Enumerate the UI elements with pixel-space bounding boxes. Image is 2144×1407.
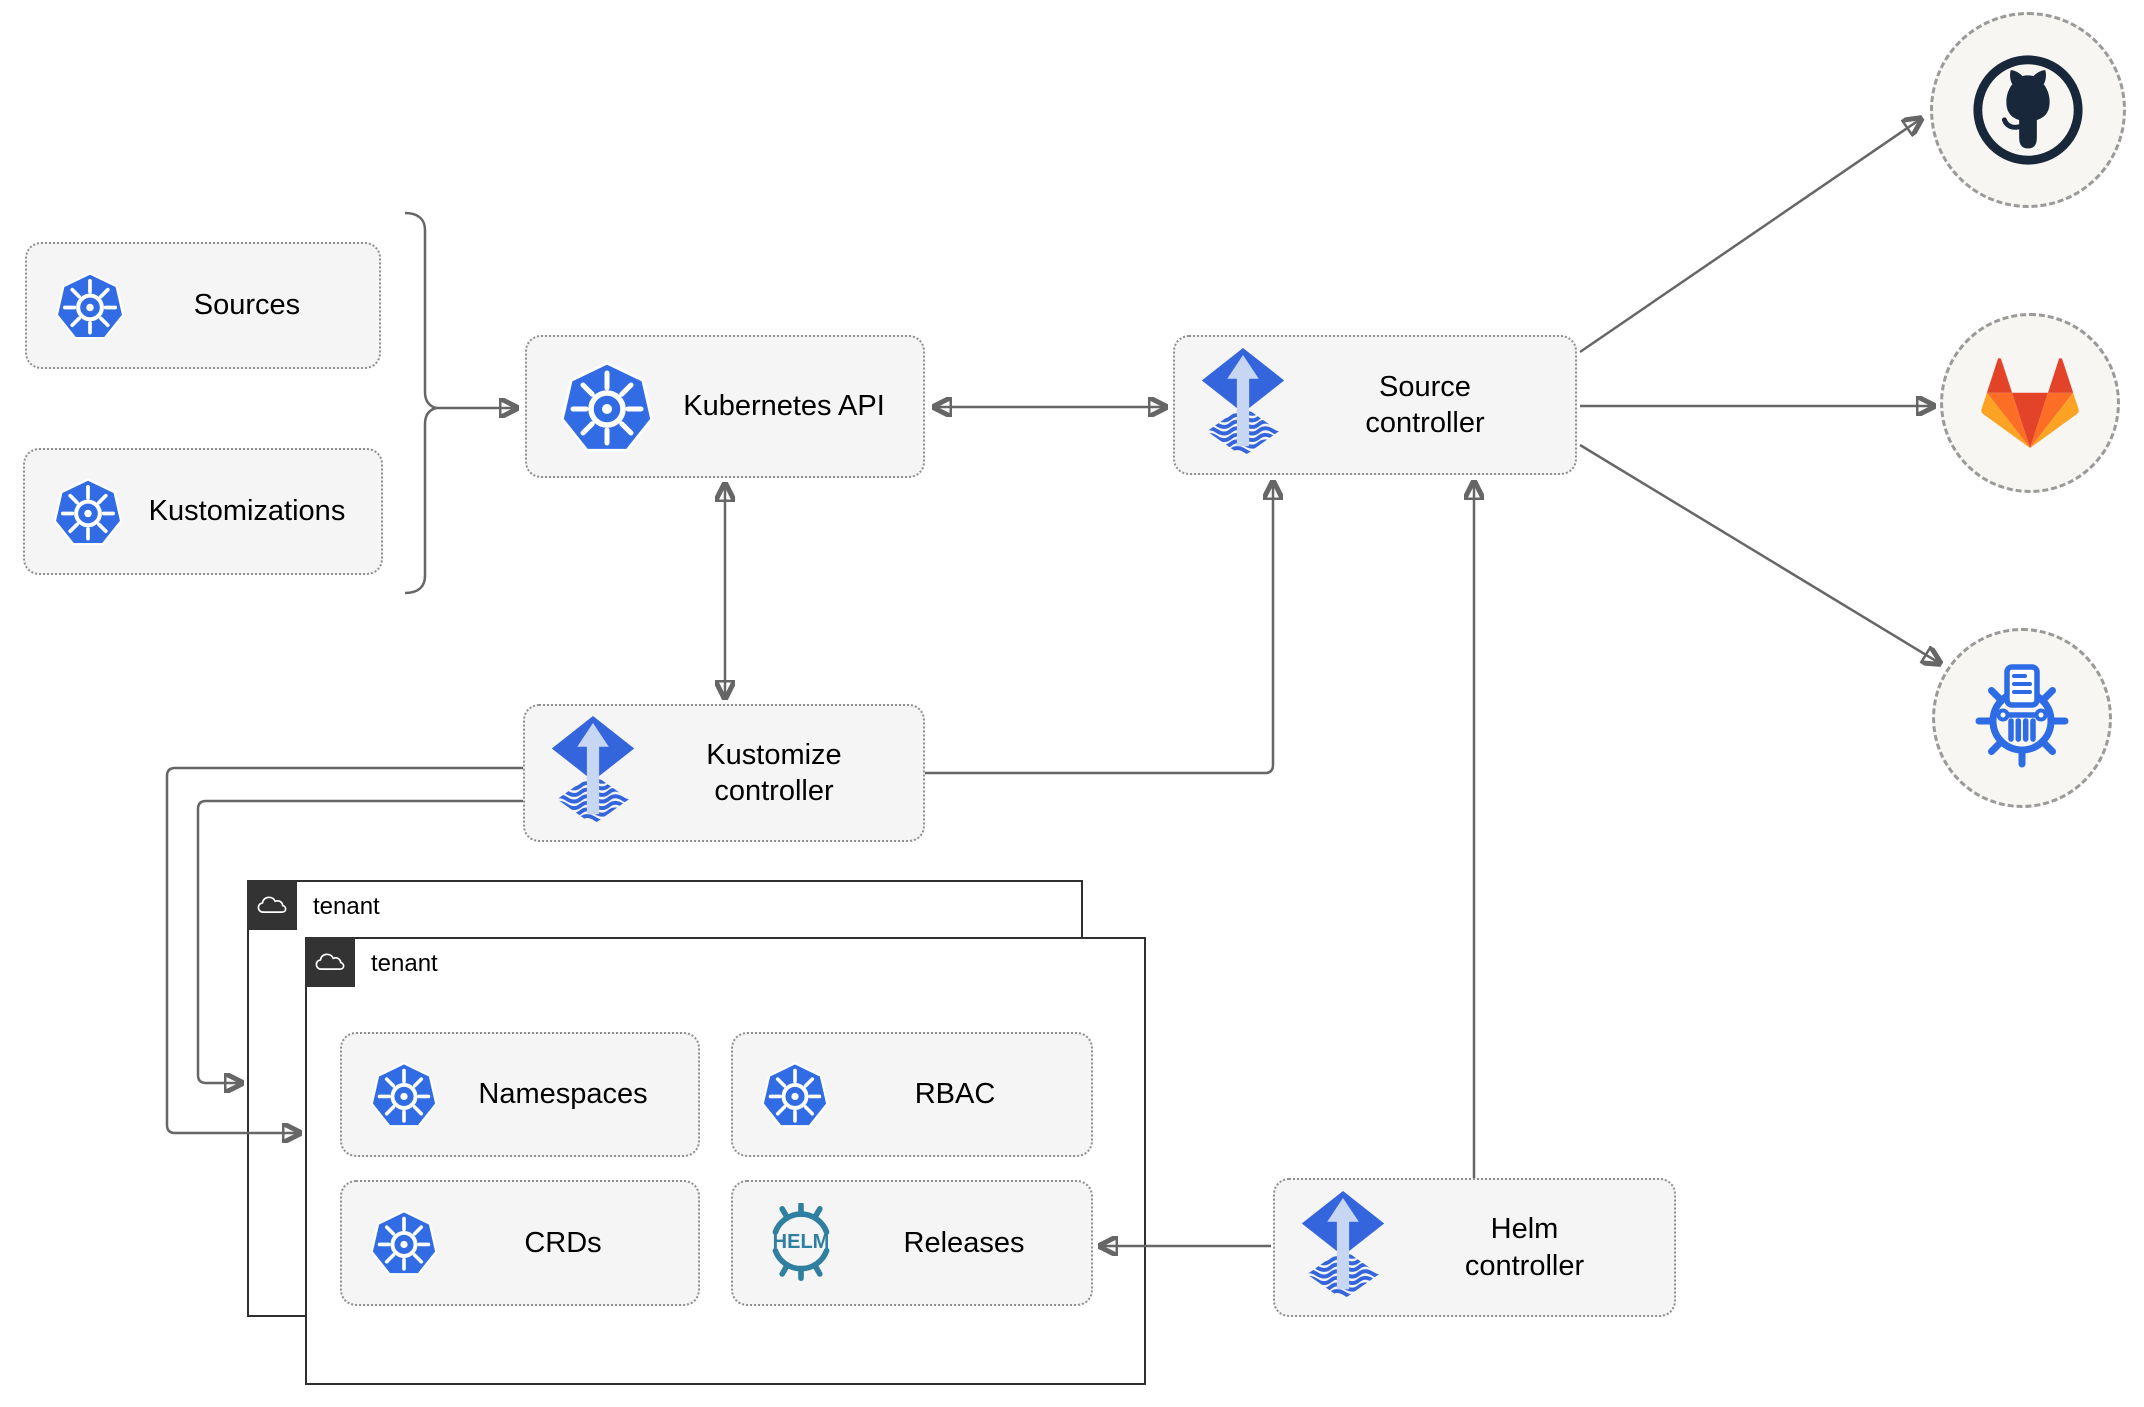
bracket-sources-group (404, 211, 441, 595)
node-label: Helm controller (1464, 1213, 1585, 1282)
kubernetes-icon (53, 269, 127, 343)
cloud-icon (314, 950, 346, 974)
node-label: Kustomize controller (706, 738, 842, 807)
node-crds: CRDs (340, 1180, 700, 1306)
endpoint-helm-repository (1932, 628, 2112, 808)
node-helm-controller: Helm controller (1273, 1178, 1676, 1317)
connector-source-controller-helm-repository (1579, 443, 1941, 664)
helm-icon-text: HELM (773, 1231, 830, 1253)
kubernetes-icon (759, 1059, 831, 1131)
kubernetes-icon (51, 475, 125, 549)
node-label: Releases (903, 1226, 1025, 1259)
node-namespaces: Namespaces (340, 1032, 700, 1157)
endpoint-gitlab (1940, 313, 2120, 493)
flux-icon (1299, 1191, 1387, 1305)
flux-icon (1199, 348, 1287, 462)
node-sources: Sources (25, 242, 381, 369)
connector-kustomize-controller-source-controller (925, 481, 1273, 775)
cloud-icon (256, 893, 288, 917)
flux-icon (549, 716, 637, 830)
node-kubernetes-api: Kubernetes API (525, 335, 925, 478)
node-source-controller: Source controller (1173, 335, 1577, 475)
node-label: Kustomizations (148, 495, 346, 528)
tenant-tab (305, 937, 355, 987)
node-kustomizations: Kustomizations (23, 448, 383, 575)
node-label: Sources (193, 289, 301, 322)
node-label: Source controller (1365, 370, 1485, 439)
tenant-label: tenant (313, 893, 380, 920)
connector-source-controller-github (1579, 118, 1922, 354)
node-label: CRDs (524, 1226, 602, 1259)
node-label: Kubernetes API (683, 390, 885, 423)
kubernetes-icon (557, 357, 657, 457)
kubernetes-icon (368, 1207, 440, 1279)
gitlab-tanuki-icon (1981, 358, 2079, 448)
chartmuseum-registry-icon (1967, 663, 2077, 773)
node-label: Namespaces (478, 1078, 648, 1111)
tenant-tab (247, 880, 297, 930)
endpoint-github (1930, 12, 2126, 208)
node-releases: HELM Releases (731, 1180, 1093, 1306)
node-kustomize-controller: Kustomize controller (523, 704, 925, 842)
node-rbac: RBAC (731, 1032, 1093, 1157)
tenant-box-inner: tenant (305, 937, 1146, 1385)
tenant-label: tenant (371, 950, 438, 977)
github-octocat-icon (1969, 51, 2087, 169)
node-label: RBAC (914, 1078, 996, 1111)
kubernetes-icon (368, 1059, 440, 1131)
helm-icon: HELM (772, 1203, 830, 1281)
